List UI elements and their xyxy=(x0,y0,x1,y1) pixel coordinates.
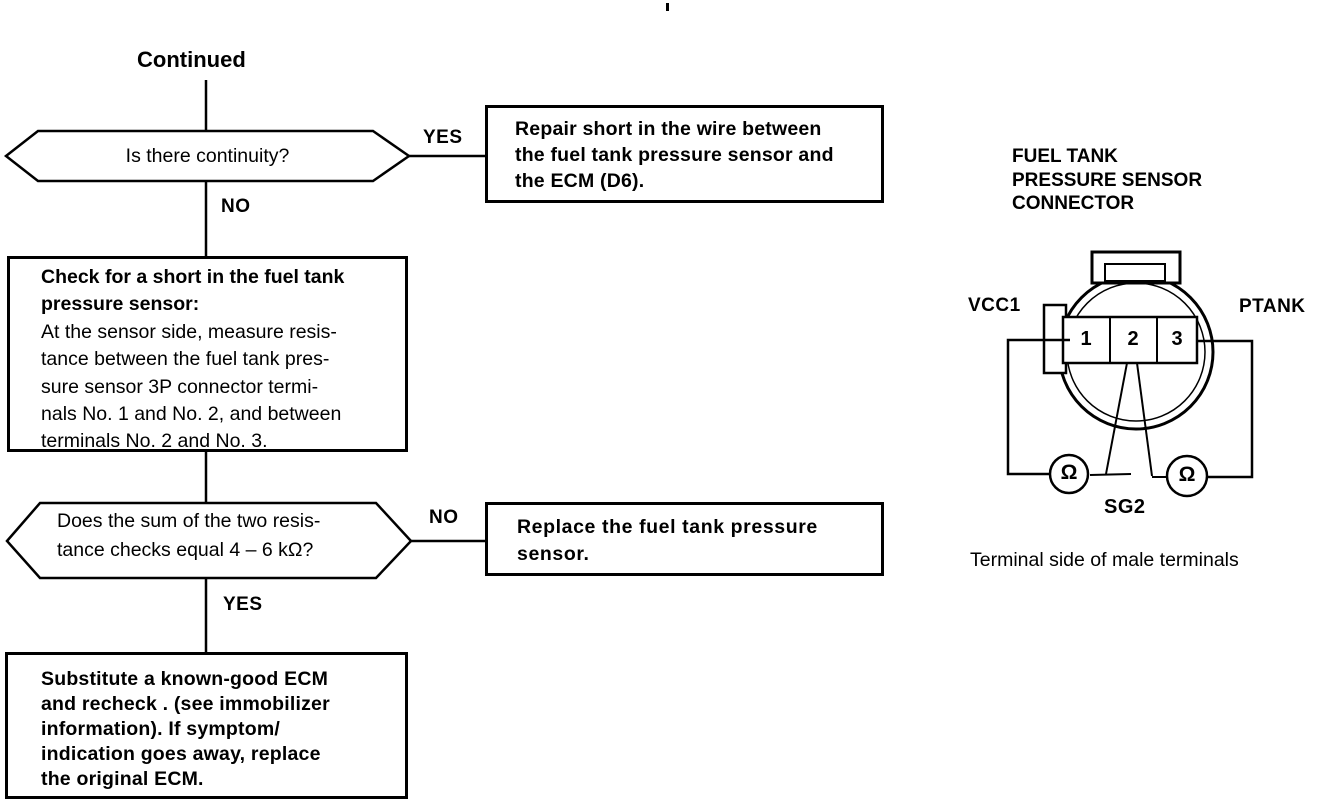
substitute-ecm-line: indication goes away, replace xyxy=(41,743,321,765)
right-ohmmeter-circle xyxy=(1165,454,1209,498)
decision1-no-label: NO xyxy=(221,196,251,217)
replace-sensor-line: sensor. xyxy=(517,543,590,565)
repair-short-line: the fuel tank pressure sensor and xyxy=(515,144,834,166)
decision2-hexagon-shape xyxy=(5,501,413,580)
check-short-line: sure sensor 3P connector termi- xyxy=(41,375,319,398)
left-ohmmeter-circle xyxy=(1048,453,1090,495)
check-short-line: nals No. 1 and No. 2, and between xyxy=(41,403,342,426)
substitute-ecm-line: the original ECM. xyxy=(41,768,204,790)
decision2-question-line: tance checks equal 4 – 6 kΩ? xyxy=(57,539,314,561)
wire-terminal1-to-left-ohmmeter xyxy=(1006,338,1070,476)
wire-left-ohmmeter-stub xyxy=(1089,473,1132,476)
decision1-question: Is there continuity? xyxy=(125,145,290,167)
vcc1-pin-label: VCC1 xyxy=(968,295,1021,316)
connector-title-line: FUEL TANK xyxy=(1012,146,1118,167)
connector-top-tab-slot xyxy=(1104,263,1166,282)
check-short-line: terminals No. 2 and No. 3. xyxy=(41,430,268,453)
decision2-question: Does the sum of the two resis- tance che… xyxy=(57,507,320,565)
connector-title-line: CONNECTOR xyxy=(1012,193,1135,214)
wire-terminal2-right-diagonal xyxy=(1136,362,1153,477)
scan-artifact-dot xyxy=(666,3,669,11)
decision2-no-label: NO xyxy=(429,507,459,528)
check-short-line: Check for a short in the fuel tank xyxy=(41,266,345,288)
repair-short-box: Repair short in the wire between the fue… xyxy=(485,105,884,203)
connector-title-line: PRESSURE SENSOR xyxy=(1012,169,1203,191)
replace-sensor-box: Replace the fuel tank pressure sensor. xyxy=(485,502,884,576)
decision2-question-line: Does the sum of the two resis- xyxy=(57,510,321,532)
continued-label: Continued xyxy=(137,47,246,72)
check-short-line: At the sensor side, measure resis- xyxy=(41,320,337,343)
terminal-1-number: 1 xyxy=(1080,328,1092,350)
check-short-line: tance between the fuel tank pres- xyxy=(41,348,330,371)
terminal-side-caption: Terminal side of male terminals xyxy=(970,549,1239,571)
check-short-box: Check for a short in the fuel tank press… xyxy=(7,256,408,452)
substitute-ecm-line: information). If symptom/ xyxy=(41,718,280,740)
right-ohmmeter-symbol-icon: Ω xyxy=(1178,463,1196,486)
wire-terminal2-left-diagonal xyxy=(1105,362,1128,475)
replace-sensor-line: Replace the fuel tank pressure xyxy=(517,516,818,538)
substitute-ecm-line: and recheck . (see immobilizer xyxy=(41,693,330,715)
decision1-yes-label: YES xyxy=(423,127,463,148)
substitute-ecm-box: Substitute a known-good ECM and recheck … xyxy=(5,652,408,799)
sg2-label: SG2 xyxy=(1104,496,1146,518)
terminal-3-number: 3 xyxy=(1171,328,1183,350)
decision2-yes-label: YES xyxy=(223,594,263,615)
substitute-ecm-line: Substitute a known-good ECM xyxy=(41,668,329,690)
repair-short-line: the ECM (D6). xyxy=(515,170,645,192)
ptank-pin-label: PTANK xyxy=(1239,296,1306,317)
connector-title: FUEL TANK PRESSURE SENSOR CONNECTOR xyxy=(1012,145,1202,216)
terminal-strip xyxy=(1061,315,1199,365)
check-short-line: pressure sensor: xyxy=(41,293,200,316)
decision1-hexagon-shape xyxy=(3,129,412,183)
wire-terminal3-to-right-ohmmeter xyxy=(1197,339,1254,479)
terminal-2-number: 2 xyxy=(1127,328,1139,350)
left-ohmmeter-symbol-icon: Ω xyxy=(1060,461,1078,484)
repair-short-line: Repair short in the wire between xyxy=(515,118,822,140)
